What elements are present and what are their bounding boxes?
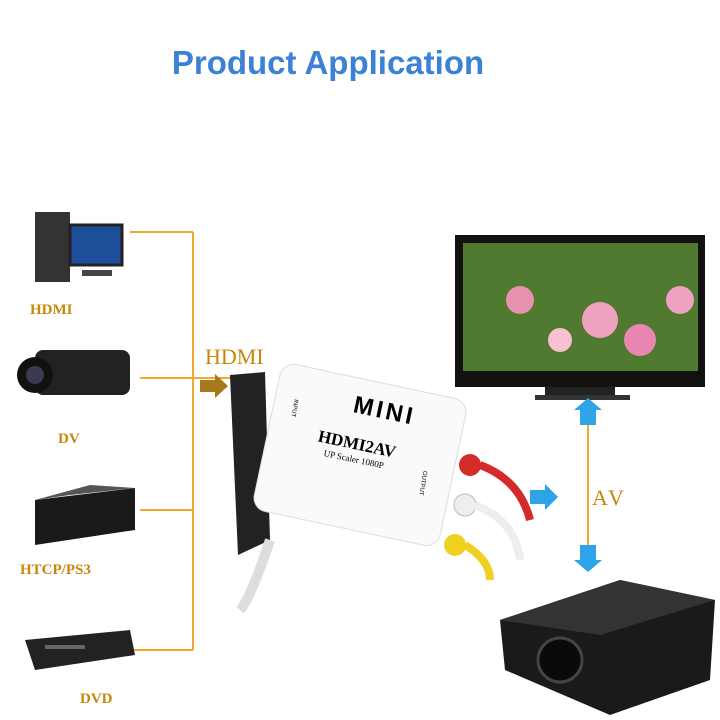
hdmi-arrow <box>200 374 228 398</box>
camcorder-icon <box>17 350 130 395</box>
connector-lines <box>130 231 589 651</box>
av-arrows <box>530 398 602 572</box>
arrow-right-icon <box>530 484 558 510</box>
source-label-htcp-ps3: HTCP/PS3 <box>20 562 91 578</box>
hdmi2av-adapter <box>230 363 534 614</box>
arrow-down-icon <box>574 545 602 572</box>
dvd-player-icon <box>25 630 135 670</box>
source-label-hdmi: HDMI <box>30 302 73 318</box>
game-console-icon <box>35 485 135 545</box>
page-title: Product Application <box>171 44 485 81</box>
output-label: AV <box>592 485 627 510</box>
computer-icon <box>35 212 124 282</box>
source-label-dvd: DVD <box>80 691 113 707</box>
television-icon <box>455 235 705 400</box>
source-label-dv: DV <box>58 431 80 447</box>
arrow-up-icon <box>574 398 602 425</box>
input-label: HDMI <box>205 344 264 369</box>
projector-icon <box>500 580 715 715</box>
